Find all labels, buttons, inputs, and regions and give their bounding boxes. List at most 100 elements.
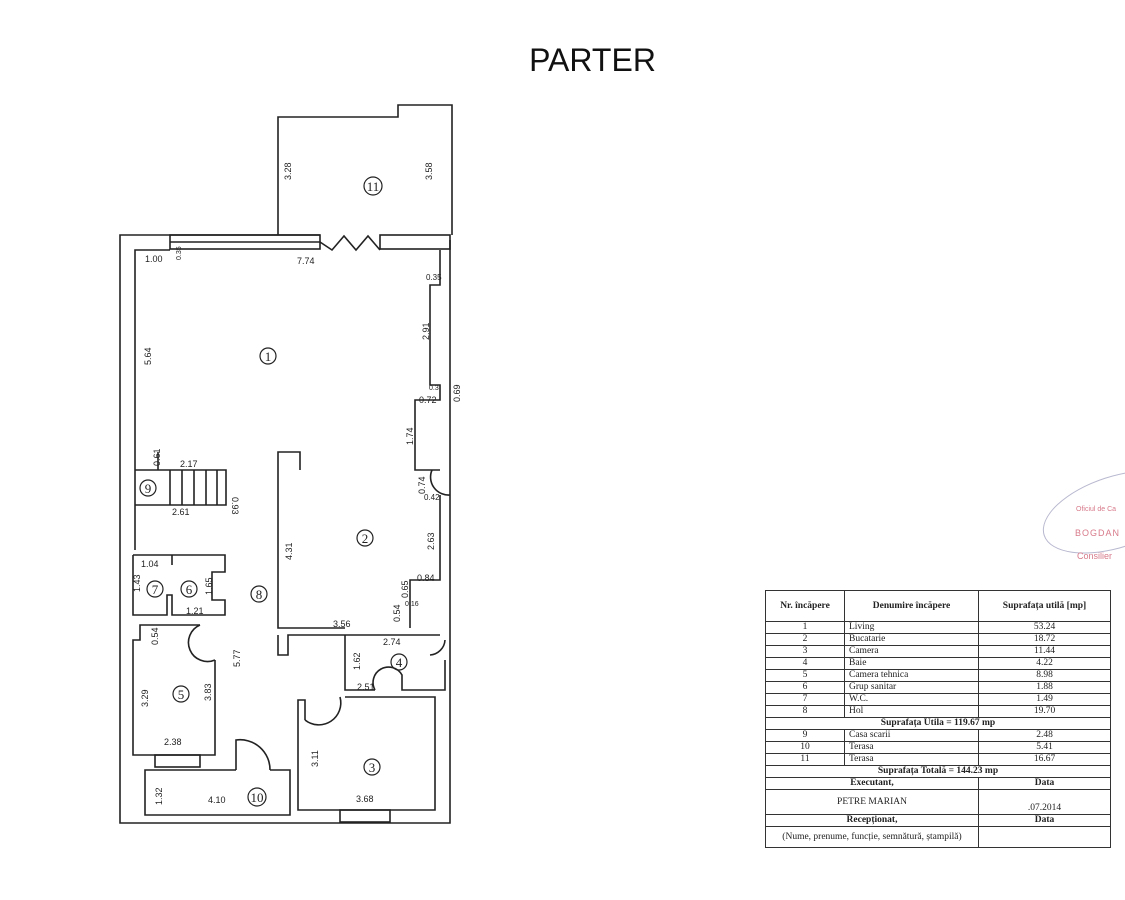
text-label: 53.24 [978,621,1111,634]
text-label: 8 [765,705,845,718]
dimension-label: 0.35 [176,246,183,260]
dimension-label: 1.21 [186,606,204,616]
dimension-label: 1.32 [154,787,164,805]
text-label: Baie [844,657,979,670]
dimension-label: 0.69 [452,384,462,402]
dimension-label: 3.83 [203,683,213,701]
dimension-label: 7.74 [297,256,315,266]
text-label: 18.72 [978,633,1111,646]
dimension-label: 3.68 [356,794,374,804]
receptionat-header: Recepționat,Data [765,814,1111,827]
sliding-door-icon [319,234,381,252]
text-label: .07.2014 [978,789,1111,815]
text-label: Executant, [765,777,979,790]
text-label: Nr. încăpere [765,590,845,622]
dimension-label: 3.29 [140,689,150,707]
room-number: 5 [178,687,185,702]
text-label: (Nume, prenume, funcție, semnătură, ștam… [765,826,979,848]
text-label: Grup sanitar [844,681,979,694]
text-label: Suprafața Totală = 144.23 mp [765,765,1111,778]
door-swing-icon [372,660,446,691]
text-label: 1.49 [978,693,1111,706]
room-4-walls [344,635,375,691]
text-label: Suprafața Utila = 119.67 mp [765,717,1111,730]
executant-header: Executant,Data [765,777,1111,790]
terrace-10-walls [144,769,291,816]
dimension-label: 0.93 [230,497,240,515]
room-number: 1 [265,349,272,364]
text-label: Suprafața utilă [mp] [978,590,1111,622]
text-label: Hol [844,705,979,718]
text-label: 6 [765,681,845,694]
dimension-label: 0.54 [392,604,402,622]
official-stamp: Oficiul de Ca BOGDAN Consilier [1032,454,1125,578]
dimension-label: 3.58 [424,162,434,180]
text-label: Bucatarie [844,633,979,646]
total-row: Suprafața Totală = 144.23 mp [765,765,1111,778]
text-label: Denumire încăpere [844,590,979,622]
text-label: 19.70 [978,705,1111,718]
room-number: 7 [152,582,159,597]
dimension-label: 2.38 [164,737,182,747]
dimension-labels: 3.28 3.58 1.00 0.35 7.74 0.35 5.64 2.91 … [132,162,462,805]
text-label: BOGDAN [1075,528,1121,538]
dimension-label: 2.74 [383,637,401,647]
text-label: Camera tehnica [844,669,979,682]
door-swing-icon [304,696,342,726]
text-label: Living [844,621,979,634]
text-label: Casa scarii [844,729,979,742]
stair-treads [169,470,218,505]
kitchen-right-wall [409,495,441,628]
table-header: Nr. încăpere Denumire încăpere Suprafața… [765,590,1111,622]
text-label: Recepționat, [765,814,979,827]
subtotal-row: Suprafața Utila = 119.67 mp [765,717,1111,730]
text-label: 7 [765,693,845,706]
text-label: 16.67 [978,753,1111,766]
text-label: W.C. [844,693,979,706]
dimension-label: 5.77 [232,649,242,667]
text-label: 11 [765,753,845,766]
room-area-table: Nr. încăpere Denumire încăpere Suprafața… [765,590,1111,848]
room-number: 9 [145,481,152,496]
room-number: 3 [369,760,376,775]
text-label: 2 [765,633,845,646]
dimension-label: 4.31 [284,542,294,560]
page-title: PARTER [529,42,656,78]
dimension-label: 1.04 [141,559,159,569]
room-number: 2 [362,531,369,546]
window-top-right [379,234,451,250]
text-label: 10 [765,741,845,754]
floor-plan: 1 2 3 4 5 6 7 8 9 10 11 3.28 3.58 1.00 0… [119,104,462,824]
door-swing-icon [187,624,216,663]
dimension-label: 1.65 [204,577,214,595]
dimension-label: 3.28 [283,162,293,180]
text-label: 4 [765,657,845,670]
executant-row: PETRE MARIAN.07.2014 [765,789,1111,815]
dimension-label: 0.84 [417,573,435,583]
door-swing-icon [429,469,451,496]
dimension-label: 1.00 [145,254,163,264]
text-label: Data [978,777,1111,790]
text-label: 3 [765,645,845,658]
dimension-label: 4.10 [208,795,226,805]
text-label: Terasa [844,753,979,766]
text-label: Consilier [1077,551,1113,561]
dimension-label: 0.65 [400,580,410,598]
room-number: 4 [396,655,403,670]
living-right-wall [414,250,441,471]
door-swing-icon [429,639,446,656]
room-number: 8 [256,587,263,602]
rooms-6-7-walls [132,554,226,616]
stairs-9-walls [135,452,227,506]
room-5-walls [132,624,216,756]
text-label: Oficiul de Ca [1076,506,1117,513]
dimension-label: 1.43 [132,574,142,592]
inner-wall-left [134,249,170,550]
text-label: 1 [765,621,845,634]
text-label: Camera [844,645,979,658]
dimension-label: 0.3 [429,385,439,392]
receptionat-row: (Nume, prenume, funcție, semnătură, ștam… [765,826,1111,848]
